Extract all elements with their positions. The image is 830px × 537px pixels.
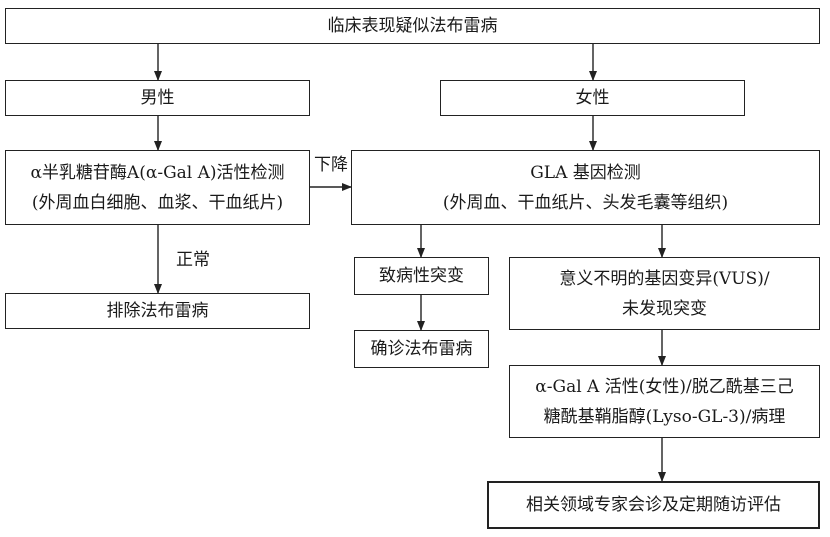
enzyme-test-line1: α半乳糖苷酶A(α-Gal A)活性检测 (30, 162, 285, 183)
pathogenic-text: 致病性突变 (379, 266, 464, 286)
female-text: 女性 (575, 88, 610, 108)
start-text: 临床表现疑似法布雷病 (327, 16, 498, 36)
vus-line1: 意义不明的基因变异(VUS)/ (559, 268, 770, 289)
edge-label-decreased: 下降 (314, 155, 348, 175)
edge-label-normal: 正常 (176, 250, 210, 270)
final-text: 相关领域专家会诊及定期随访评估 (526, 495, 781, 515)
further-line1: α-Gal A 活性(女性)/脱乙酰基三己 (535, 376, 794, 397)
pathogenic-box: 致病性突变 (354, 257, 489, 295)
female-box: 女性 (440, 80, 745, 116)
final-box: 相关领域专家会诊及定期随访评估 (487, 481, 820, 529)
gla-test-box: GLA 基因检测 (外周血、干血纸片、头发毛囊等组织) (351, 150, 820, 225)
exclude-box: 排除法布雷病 (5, 293, 310, 329)
gla-test-line2: (外周血、干血纸片、头发毛囊等组织) (442, 192, 729, 213)
exclude-text: 排除法布雷病 (106, 301, 209, 321)
confirm-box: 确诊法布雷病 (354, 330, 489, 368)
further-line2: 糖酰基鞘脂醇(Lyso-GL-3)/病理 (543, 406, 786, 427)
enzyme-test-line2: (外周血白细胞、血浆、干血纸片) (31, 192, 284, 213)
male-box: 男性 (5, 80, 310, 116)
start-box: 临床表现疑似法布雷病 (5, 8, 820, 44)
vus-line2: 未发现突变 (622, 298, 707, 319)
further-test-box: α-Gal A 活性(女性)/脱乙酰基三己 糖酰基鞘脂醇(Lyso-GL-3)/… (509, 365, 820, 438)
enzyme-test-box: α半乳糖苷酶A(α-Gal A)活性检测 (外周血白细胞、血浆、干血纸片) (5, 150, 310, 225)
gla-test-line1: GLA 基因检测 (530, 162, 641, 183)
vus-box: 意义不明的基因变异(VUS)/ 未发现突变 (509, 257, 820, 330)
confirm-text: 确诊法布雷病 (370, 339, 473, 359)
male-text: 男性 (140, 88, 175, 108)
